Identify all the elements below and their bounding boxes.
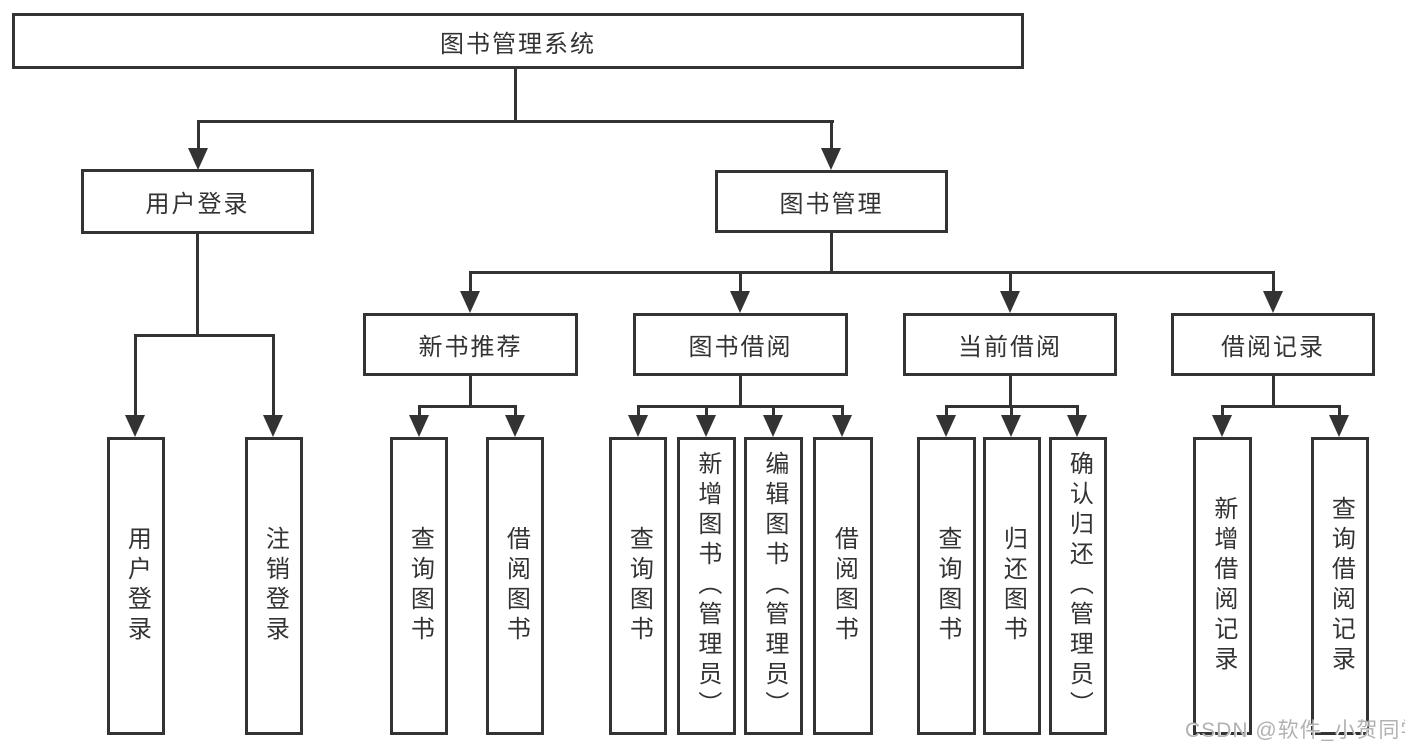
- arrowhead: [730, 291, 750, 313]
- connector-line: [197, 120, 834, 123]
- leaf-current-confirm: 确认归还（管理员）: [1049, 437, 1107, 735]
- leaf-newbook-query-label: 查询图书: [406, 526, 434, 646]
- node-book-management-label: 图书管理: [779, 191, 884, 218]
- node-book-borrow-label: 图书借阅: [688, 334, 793, 361]
- node-user-login-label: 用户登录: [145, 191, 250, 218]
- watermark: CSDN @软件_小贺同学: [1185, 719, 1405, 742]
- leaf-borrow-edit: 编辑图书（管理员）: [744, 437, 803, 735]
- node-current-borrow: 当前借阅: [903, 313, 1117, 376]
- arrowhead: [628, 415, 648, 437]
- leaf-records-add-label: 新增借阅记录: [1209, 496, 1237, 676]
- leaf-current-query: 查询图书: [917, 437, 976, 735]
- connector-line: [1009, 376, 1012, 408]
- arrowhead: [1001, 415, 1021, 437]
- node-root-label: 图书管理系统: [440, 30, 596, 58]
- connector-line: [469, 271, 472, 295]
- arrowhead: [1067, 415, 1087, 437]
- leaf-borrow-add: 新增图书（管理员）: [677, 437, 736, 735]
- connector-line: [1338, 405, 1341, 418]
- leaf-logout-label: 注销登录: [261, 526, 289, 646]
- node-borrow-records-label: 借阅记录: [1221, 334, 1325, 361]
- node-new-book-recommend-label: 新书推荐: [418, 334, 523, 361]
- leaf-newbook-query: 查询图书: [390, 437, 448, 735]
- connector-line: [772, 405, 775, 418]
- connector-line: [418, 405, 517, 408]
- connector-line: [469, 271, 1274, 274]
- arrowhead: [1000, 291, 1020, 313]
- leaf-borrow-edit-label: 编辑图书（管理员）: [760, 451, 788, 721]
- node-borrow-records: 借阅记录: [1171, 313, 1375, 376]
- connector-line: [637, 405, 844, 408]
- arrowhead: [763, 415, 783, 437]
- arrowhead: [460, 291, 480, 313]
- connector-line: [841, 405, 844, 418]
- leaf-borrow-borrow: 借阅图书: [813, 437, 873, 735]
- node-user-login: 用户登录: [81, 169, 314, 234]
- arrowhead: [1329, 415, 1349, 437]
- node-book-borrow: 图书借阅: [633, 313, 848, 376]
- connector-line: [1221, 405, 1224, 418]
- leaf-borrow-add-label: 新增图书（管理员）: [693, 451, 721, 721]
- connector-line: [514, 405, 517, 418]
- leaf-newbook-borrow-label: 借阅图书: [502, 526, 530, 646]
- connector-line: [830, 120, 833, 150]
- leaf-records-add: 新增借阅记录: [1193, 437, 1252, 735]
- connector-line: [705, 405, 708, 418]
- leaf-borrow-query-label: 查询图书: [625, 526, 653, 646]
- connector-line: [739, 376, 742, 408]
- connector-line: [134, 334, 137, 416]
- connector-line: [1272, 376, 1275, 408]
- leaf-user-login-label: 用户登录: [123, 526, 151, 646]
- connector-line: [739, 271, 742, 295]
- leaf-borrow-borrow-label: 借阅图书: [830, 526, 858, 646]
- connector-line: [197, 120, 200, 150]
- arrowhead: [832, 415, 852, 437]
- leaf-current-return: 归还图书: [983, 437, 1041, 735]
- connector-line: [1010, 405, 1013, 418]
- leaf-current-confirm-label: 确认归还（管理员）: [1065, 451, 1093, 721]
- leaf-borrow-query: 查询图书: [609, 437, 667, 735]
- connector-line: [830, 233, 833, 274]
- leaf-records-query: 查询借阅记录: [1311, 437, 1369, 735]
- leaf-current-return-label: 归还图书: [999, 526, 1027, 646]
- connector-line: [514, 69, 517, 120]
- leaf-records-query-label: 查询借阅记录: [1327, 496, 1355, 676]
- arrowhead: [409, 415, 429, 437]
- connector-line: [196, 234, 199, 337]
- node-current-borrow-label: 当前借阅: [958, 334, 1062, 361]
- connector-line: [637, 405, 640, 418]
- arrowhead: [1263, 291, 1283, 313]
- arrowhead: [821, 148, 841, 170]
- node-new-book-recommend: 新书推荐: [363, 313, 578, 376]
- connector-line: [1009, 271, 1012, 295]
- connector-line: [469, 376, 472, 408]
- connector-line: [1076, 405, 1079, 418]
- leaf-logout: 注销登录: [245, 437, 303, 735]
- connector-line: [272, 334, 275, 416]
- arrowhead: [696, 415, 716, 437]
- arrowhead: [936, 415, 956, 437]
- connector-line: [134, 334, 275, 337]
- arrowhead: [125, 415, 145, 437]
- arrowhead: [1212, 415, 1232, 437]
- connector-line: [1272, 271, 1275, 295]
- node-book-management: 图书管理: [715, 170, 948, 233]
- leaf-current-query-label: 查询图书: [933, 526, 961, 646]
- arrowhead: [188, 148, 208, 170]
- leaf-user-login: 用户登录: [107, 437, 165, 735]
- arrowhead: [263, 415, 283, 437]
- node-root: 图书管理系统: [12, 13, 1024, 69]
- connector-line: [945, 405, 948, 418]
- connector-line: [418, 405, 421, 418]
- connector-line: [1221, 405, 1341, 408]
- arrowhead: [505, 415, 525, 437]
- leaf-newbook-borrow: 借阅图书: [486, 437, 544, 735]
